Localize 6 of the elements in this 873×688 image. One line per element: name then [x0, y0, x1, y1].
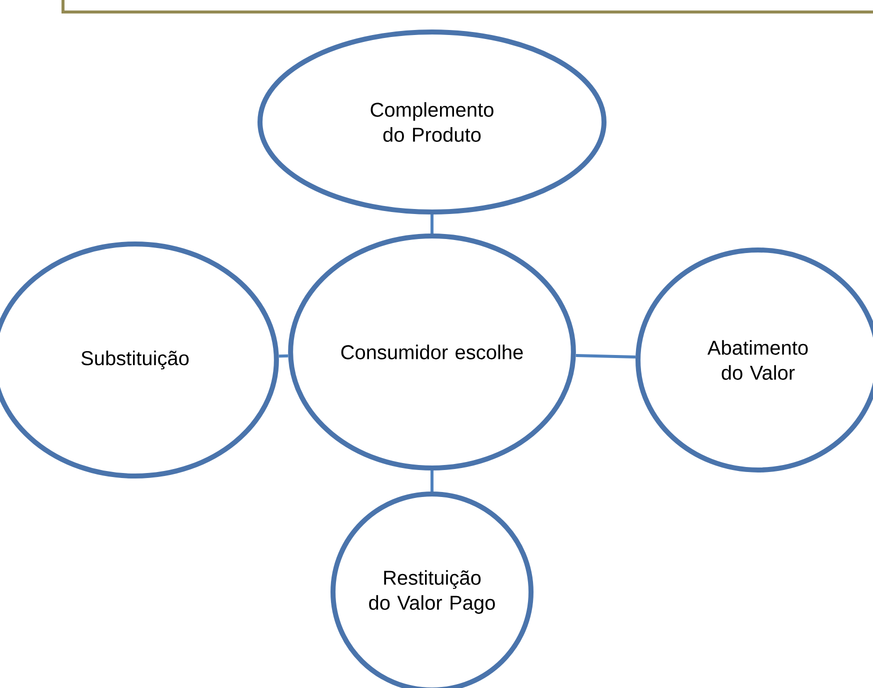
connector-line — [576, 354, 636, 358]
connector-line — [430, 214, 434, 234]
connector-line — [278, 354, 288, 358]
ellipse-node: Complemento do Produto — [258, 30, 606, 214]
connector-line — [430, 470, 434, 492]
ellipse-node: Consumidor escolhe — [288, 234, 576, 470]
